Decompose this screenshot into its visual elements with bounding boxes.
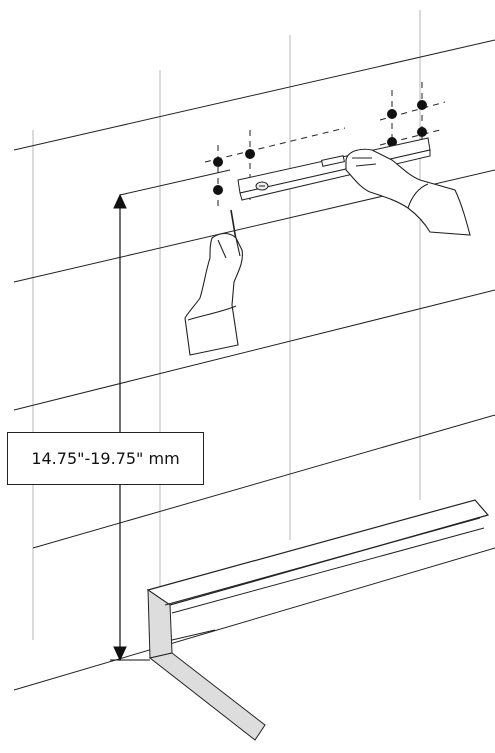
dimension-arrow <box>110 193 150 662</box>
mounting-hole <box>417 100 427 110</box>
pencil-icon <box>230 209 237 241</box>
mounting-hole <box>213 185 223 195</box>
mounting-hole <box>417 127 427 137</box>
mounting-hole <box>245 149 255 159</box>
mounting-hole <box>387 109 397 119</box>
dimension-label-text: 14.75"-19.75" mm <box>31 449 180 468</box>
wall-perspective-lines <box>13 39 495 691</box>
right-hand-holding-level <box>345 148 471 236</box>
countertop <box>146 499 490 741</box>
reference-line <box>119 169 231 196</box>
left-hand-with-pencil <box>184 209 243 356</box>
mounting-hole <box>387 137 397 147</box>
dimension-label: 14.75"-19.75" mm <box>7 432 204 485</box>
mounting-hole <box>213 157 223 167</box>
